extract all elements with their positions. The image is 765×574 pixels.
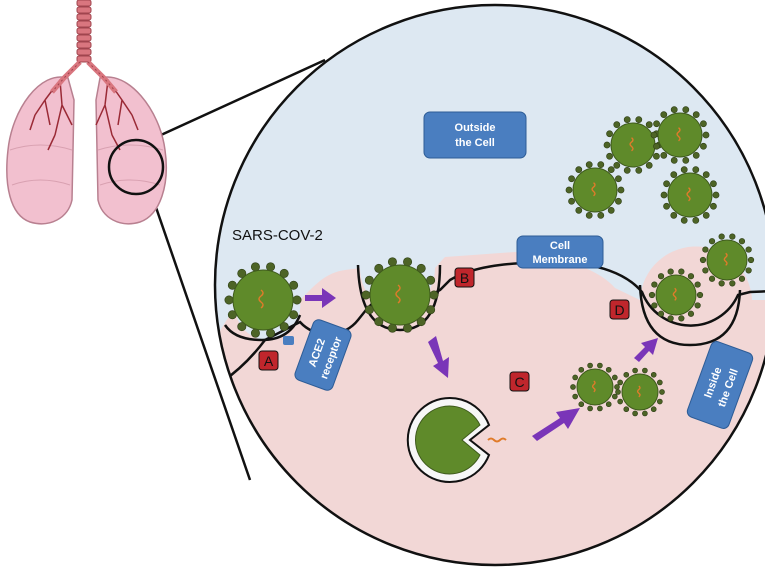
svg-text:Cell: Cell <box>550 240 570 252</box>
svg-text:A: A <box>264 353 274 369</box>
zoom-line-top <box>149 58 326 142</box>
magnifier-circle-icon <box>107 138 165 196</box>
endosome <box>406 397 491 483</box>
ace2-receptor-dot <box>283 336 294 345</box>
svg-text:D: D <box>614 302 624 318</box>
virus-icon <box>650 106 710 164</box>
svg-text:Outside: Outside <box>455 122 496 134</box>
virus-icon <box>648 268 704 322</box>
virus-icon <box>570 362 620 412</box>
svg-text:C: C <box>514 374 524 390</box>
zoom-line-bottom <box>148 189 252 481</box>
arrow-icon <box>532 408 580 441</box>
virus-name-label: SARS-COV-2 <box>232 227 323 244</box>
virus-icon <box>660 166 720 224</box>
arrow-icon <box>428 336 449 378</box>
inside-cell-label: Inside the Cell <box>686 341 754 429</box>
step-marker-d: D <box>609 299 630 320</box>
svg-text:Membrane: Membrane <box>532 254 587 266</box>
cell-membrane-label: Cell Membrane <box>516 235 604 269</box>
outside-cell-region <box>215 5 765 375</box>
zoom-circle <box>213 3 765 567</box>
virus-icon <box>224 262 302 338</box>
svg-text:B: B <box>460 270 469 286</box>
arrow-icon <box>634 338 658 362</box>
step-marker-c: C <box>509 371 530 392</box>
lungs-icon <box>6 0 167 225</box>
virus-icon <box>565 161 625 219</box>
virus-icon <box>361 257 439 333</box>
step-marker-b: B <box>454 267 475 288</box>
arrow-icon <box>305 288 336 308</box>
virus-icon <box>615 367 665 417</box>
exocytosis-pocket <box>638 284 742 347</box>
svg-text:the Cell: the Cell <box>455 137 495 149</box>
virus-icon <box>699 233 755 287</box>
outside-cell-label: Outside the Cell <box>423 111 527 159</box>
step-marker-a: A <box>258 350 279 371</box>
attachment-curve <box>223 314 302 342</box>
rna-icon <box>487 437 507 443</box>
ace2-receptor-label: ACE2 receptor <box>294 319 352 391</box>
